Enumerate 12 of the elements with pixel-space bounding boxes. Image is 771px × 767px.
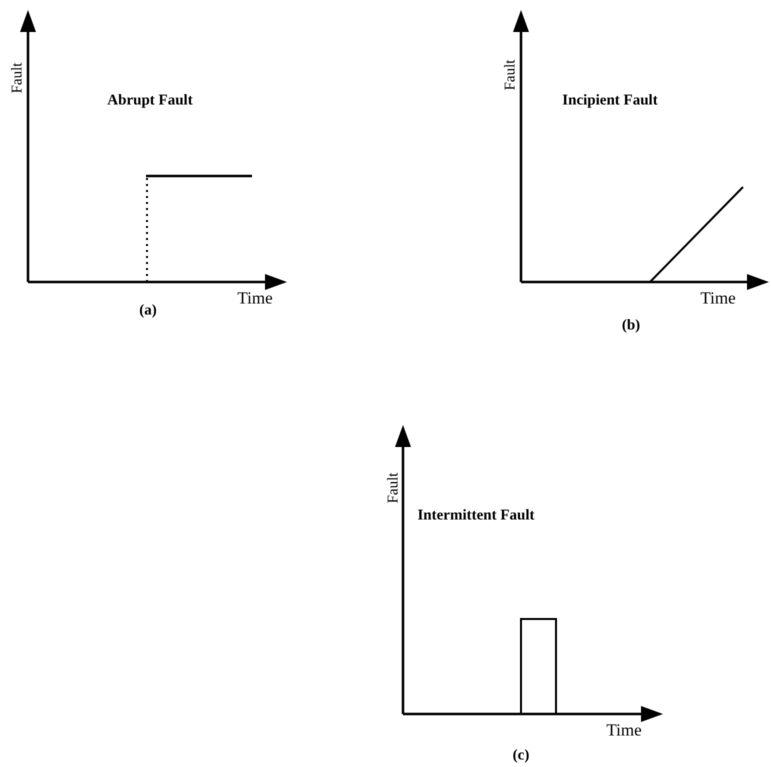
panel-caption: (c) (512, 748, 530, 764)
plot-title: Incipient Fault (562, 94, 658, 108)
plot-title: Abrupt Fault (107, 94, 193, 108)
axis-label: Fault (504, 60, 518, 90)
plot-title: Intermittent Fault (417, 508, 535, 524)
axis-label: Fault (386, 472, 402, 504)
panel-caption: (a) (139, 304, 157, 318)
axis-label: Time (700, 290, 736, 306)
axis-label: Time (237, 290, 273, 306)
panel-caption: (b) (622, 318, 640, 334)
axis-label: Time (606, 722, 642, 738)
axis-label: Fault (10, 62, 26, 94)
